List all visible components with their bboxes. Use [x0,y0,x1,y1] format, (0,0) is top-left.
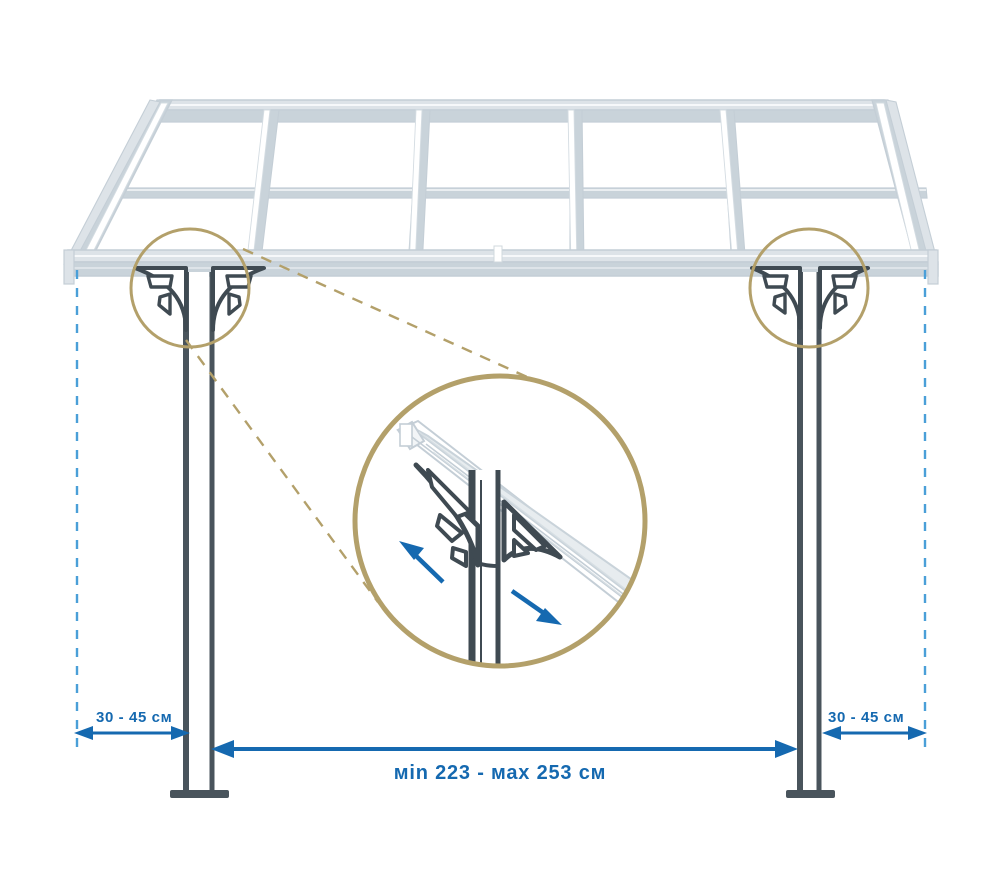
magnified-post [468,470,501,666]
roof-ridge-beam [157,99,887,123]
dimension-left-offset: 30 - 45 см [74,709,190,740]
post-left-base [170,790,229,798]
dimension-span: мin 223 - маx 253 см [211,740,798,784]
arrowhead-right [908,726,927,740]
roof-edge-right [871,99,939,267]
right-offset-label: 30 - 45 см [828,709,904,726]
post-left [170,272,229,798]
arrowhead-left [211,740,234,758]
carport-roof-panel [63,99,939,285]
magnifier-ring [352,373,648,669]
roof-mid-purlin [116,187,928,199]
post-right [786,272,835,798]
arrowhead-right [171,726,190,740]
magnified-bracket-view [352,373,648,669]
adjust-arrow-down-right [510,589,562,625]
dimension-right-offset: 30 - 45 см [822,709,927,740]
post-right-base [786,790,835,798]
post-right-bracket [750,266,870,330]
adjust-arrow-up-left [399,541,445,584]
callout-leader-lines [185,247,537,603]
post-bracket-detail-right-circle [748,227,870,349]
post-left-bracket [133,266,266,332]
span-label: мin 223 - маx 253 см [394,762,606,784]
arrowhead-right [775,740,798,758]
magnified-bracket-right [501,499,563,563]
arrowhead-left [822,726,841,740]
arrowhead-left [74,726,93,740]
left-offset-label: 30 - 45 см [96,709,172,726]
